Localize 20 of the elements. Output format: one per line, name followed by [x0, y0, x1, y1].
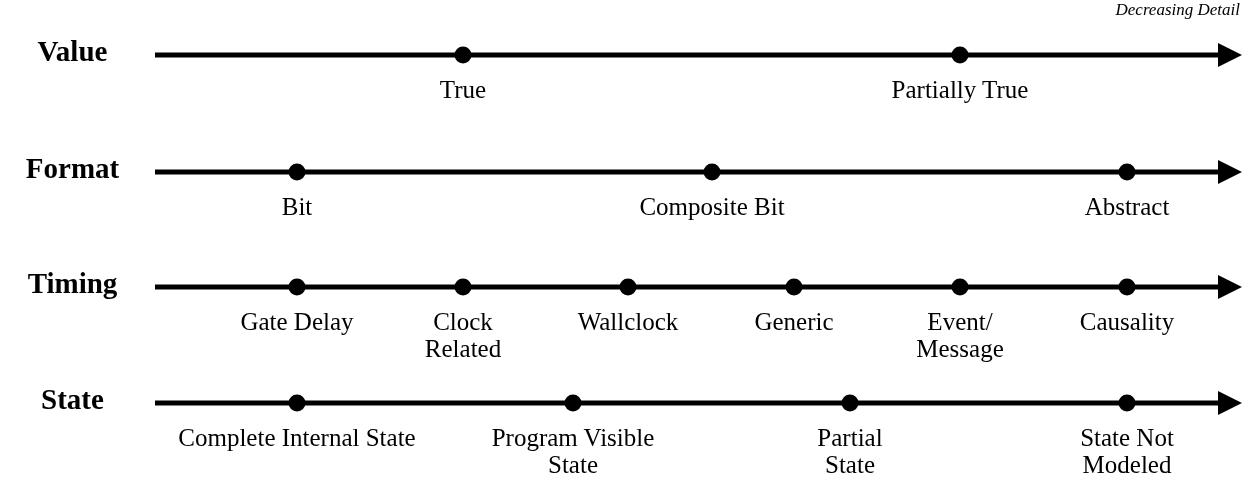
axis-label: Timing [26, 267, 119, 300]
axis-label: State [40, 383, 105, 416]
point-label: Gate Delay [239, 308, 355, 335]
point-label: Abstract [1083, 193, 1171, 220]
point-label: Clock Related [423, 308, 503, 362]
point-label: Partially True [890, 76, 1030, 103]
point-label: Event/ Message [915, 308, 1005, 362]
direction-note: Decreasing Detail [1115, 0, 1240, 20]
point-label: Causality [1078, 308, 1176, 335]
point-label: Generic [753, 308, 835, 335]
point-label: Composite Bit [638, 193, 786, 220]
point-label: Program Visible State [490, 424, 656, 478]
point-label: Partial State [816, 424, 884, 478]
point-label: Bit [280, 193, 314, 220]
point-label: Complete Internal State [177, 424, 417, 451]
point-label: State Not Modeled [1079, 424, 1175, 478]
axis-label: Value [36, 35, 109, 68]
axis-label: Format [24, 152, 121, 185]
point-label: True [438, 76, 488, 103]
point-label: Wallclock [576, 308, 680, 335]
